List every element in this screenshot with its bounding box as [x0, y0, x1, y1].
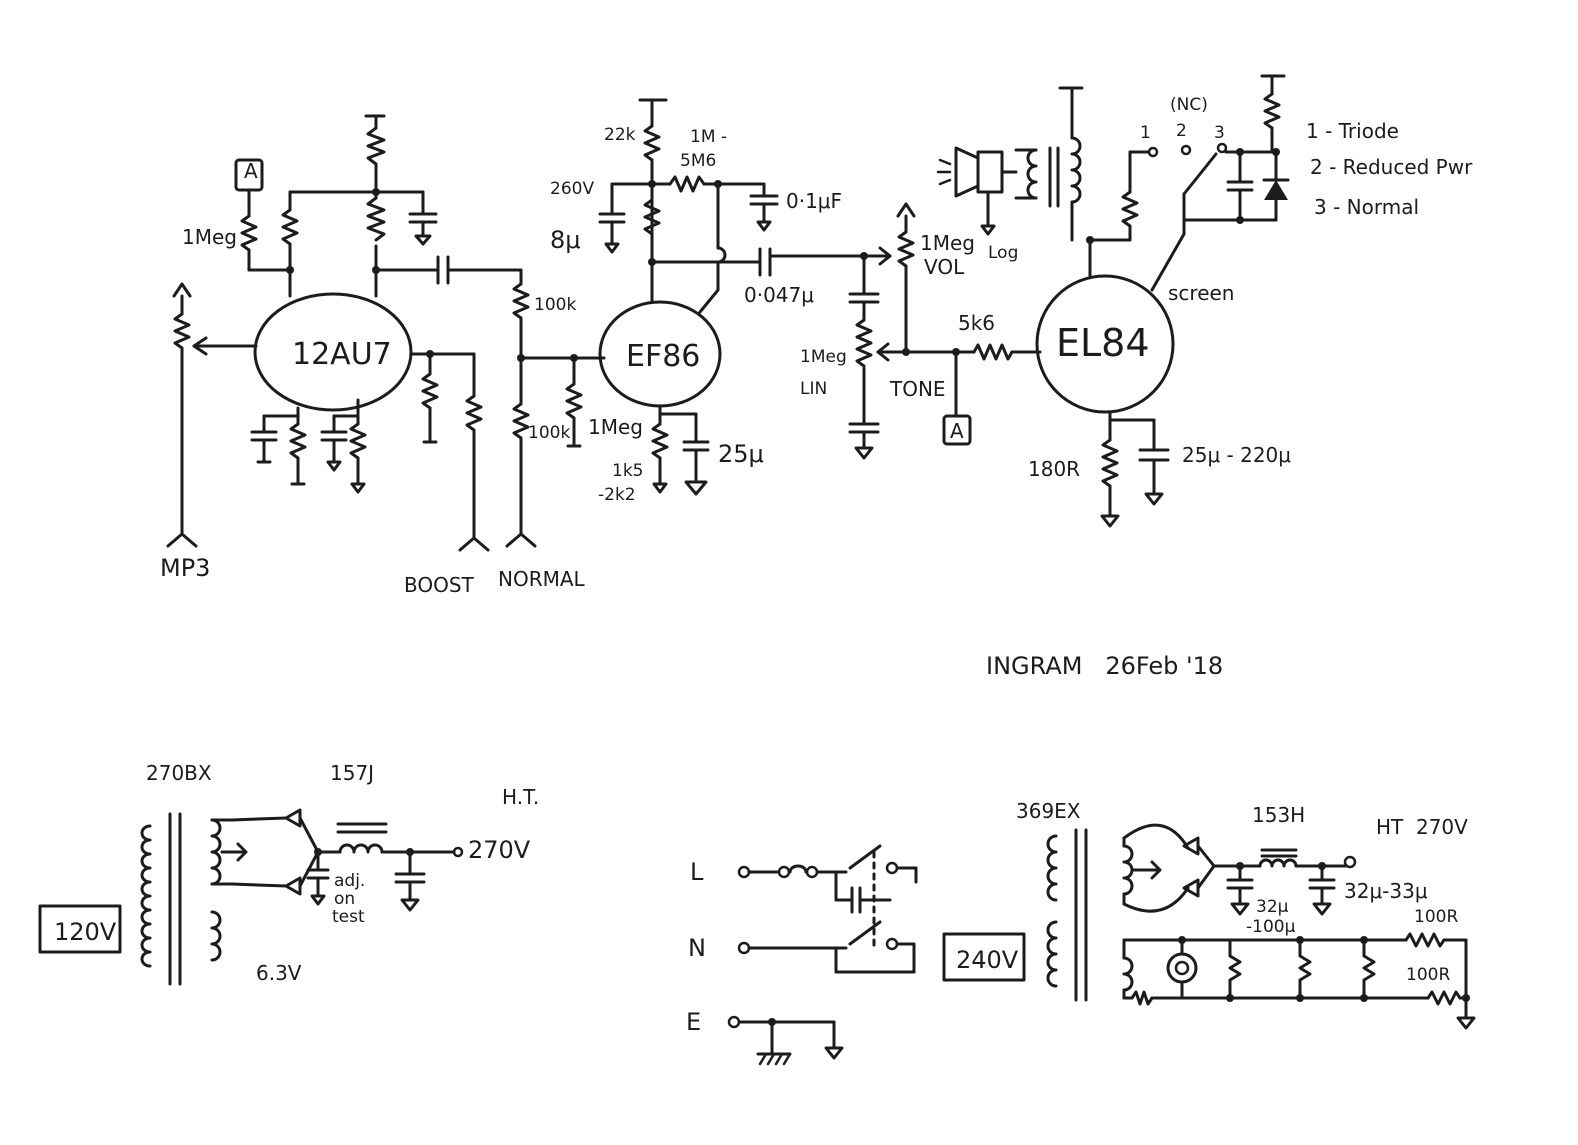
pot-tone-value: 1Meg	[800, 347, 847, 367]
r-plate-load-line2: 5M6	[680, 151, 716, 171]
pot-vol-value: 1Meg	[920, 231, 975, 255]
psu240-mains: 240V	[956, 946, 1019, 974]
psu120-ht-label: H.T.	[502, 785, 539, 809]
psu240-choke: 153H	[1252, 803, 1305, 827]
r-180-label: 180R	[1028, 457, 1080, 481]
r-plate-load-line1: 1M -	[690, 127, 727, 147]
pot-tone-taper: LIN	[800, 379, 827, 399]
input-normal-label: NORMAL	[498, 567, 586, 591]
stage-ef86	[598, 98, 892, 496]
mains-neutral: N	[688, 934, 706, 962]
tube-ef86-label: EF86	[626, 339, 700, 374]
stage-el84	[936, 74, 1290, 528]
screen-label: screen	[1168, 281, 1234, 305]
r-22k-label: 22k	[604, 125, 636, 145]
r-cathode-ef86-line2: -2k2	[598, 485, 636, 505]
mains-live: L	[690, 858, 704, 886]
cap-01-label: 0·1μF	[786, 189, 842, 213]
psu240-r-bottom: 100R	[1406, 965, 1450, 985]
psu240-cap1-line1: 32μ	[1256, 897, 1289, 917]
psu120-cap-note-line3: test	[332, 907, 365, 927]
tube-12au7-label: 12AU7	[292, 337, 392, 372]
labels: 12AU7 EF86 EL84 MP3 BOOST NORMAL A A 1Me…	[54, 95, 1473, 1036]
input-boost-label: BOOST	[404, 573, 475, 597]
switch-mode-1: 1 - Triode	[1306, 119, 1399, 143]
input-mp3-label: MP3	[160, 554, 210, 582]
psu120-choke: 157J	[330, 761, 374, 785]
psu240-ht-label: HT 270V	[1376, 815, 1468, 839]
psu120-cap-note-line1: adj.	[334, 871, 365, 891]
r-1meg-grid-label: 1Meg	[588, 415, 643, 439]
psu240-cap2: 32μ-33μ	[1344, 879, 1428, 903]
psu-240v	[942, 823, 1476, 1030]
tag-a-bottom: A	[950, 419, 964, 443]
psu120-cap-note-line2: on	[334, 889, 355, 909]
tube-el84-envelope	[1035, 274, 1175, 414]
switch-nc-label: (NC)	[1170, 95, 1208, 115]
switch-mode-3: 3 - Normal	[1314, 195, 1419, 219]
psu120-ht-volts: 270V	[468, 836, 531, 864]
signature: INGRAM 26Feb '18	[986, 652, 1223, 680]
psu-120v	[38, 808, 464, 986]
tube-12au7-envelope	[253, 292, 413, 412]
vol-tone-network	[848, 202, 1042, 460]
psu120-heater: 6.3V	[256, 961, 302, 985]
r-1meg-a-label: 1Meg	[182, 225, 237, 249]
r-5k6-label: 5k6	[958, 311, 995, 335]
tag-a-top: A	[244, 159, 258, 183]
r-plate-load-label: 1M - 5M6	[680, 127, 732, 171]
psu120-mains: 120V	[54, 918, 117, 946]
r-cathode-ef86-label: 1k5 -2k2	[598, 461, 649, 505]
psu240-transformer: 369EX	[1016, 799, 1081, 823]
tube-el84-label: EL84	[1056, 321, 1150, 365]
switch-mode-2: 2 - Reduced Pwr	[1310, 155, 1473, 179]
r-100k-bottom-label: 100k	[528, 423, 570, 443]
mains-earth: E	[686, 1008, 701, 1036]
mains-120v-box	[38, 904, 122, 954]
pot-vol-taper: Log	[988, 243, 1018, 263]
cap-0047-label: 0·047μ	[744, 283, 814, 307]
switch-pos2: 2	[1176, 121, 1187, 141]
mains-wiring	[727, 844, 918, 1066]
cap-8u-label: 8μ	[550, 226, 581, 254]
r-cathode-ef86-line1: 1k5	[612, 461, 643, 481]
r-100k-top-label: 100k	[534, 295, 576, 315]
psu240-cap1-line2: -100μ	[1246, 917, 1296, 937]
pot-tone-label: TONE	[889, 377, 946, 401]
cap-el84-label: 25μ - 220μ	[1182, 443, 1291, 467]
pot-vol-label: VOL	[924, 255, 965, 279]
psu240-r-top: 100R	[1414, 907, 1458, 927]
switch-pos3: 3	[1214, 123, 1225, 143]
psu120-transformer: 270BX	[146, 761, 212, 785]
psu240-cap1: 32μ -100μ	[1246, 897, 1296, 937]
mains-240v-box	[942, 932, 1026, 982]
volt-260-label: 260V	[550, 179, 594, 199]
stage-12au7	[166, 114, 606, 552]
cap-25u-label: 25μ	[718, 440, 764, 468]
psu120-cap-note: adj. on test	[332, 871, 371, 927]
switch-pos1: 1	[1140, 123, 1151, 143]
